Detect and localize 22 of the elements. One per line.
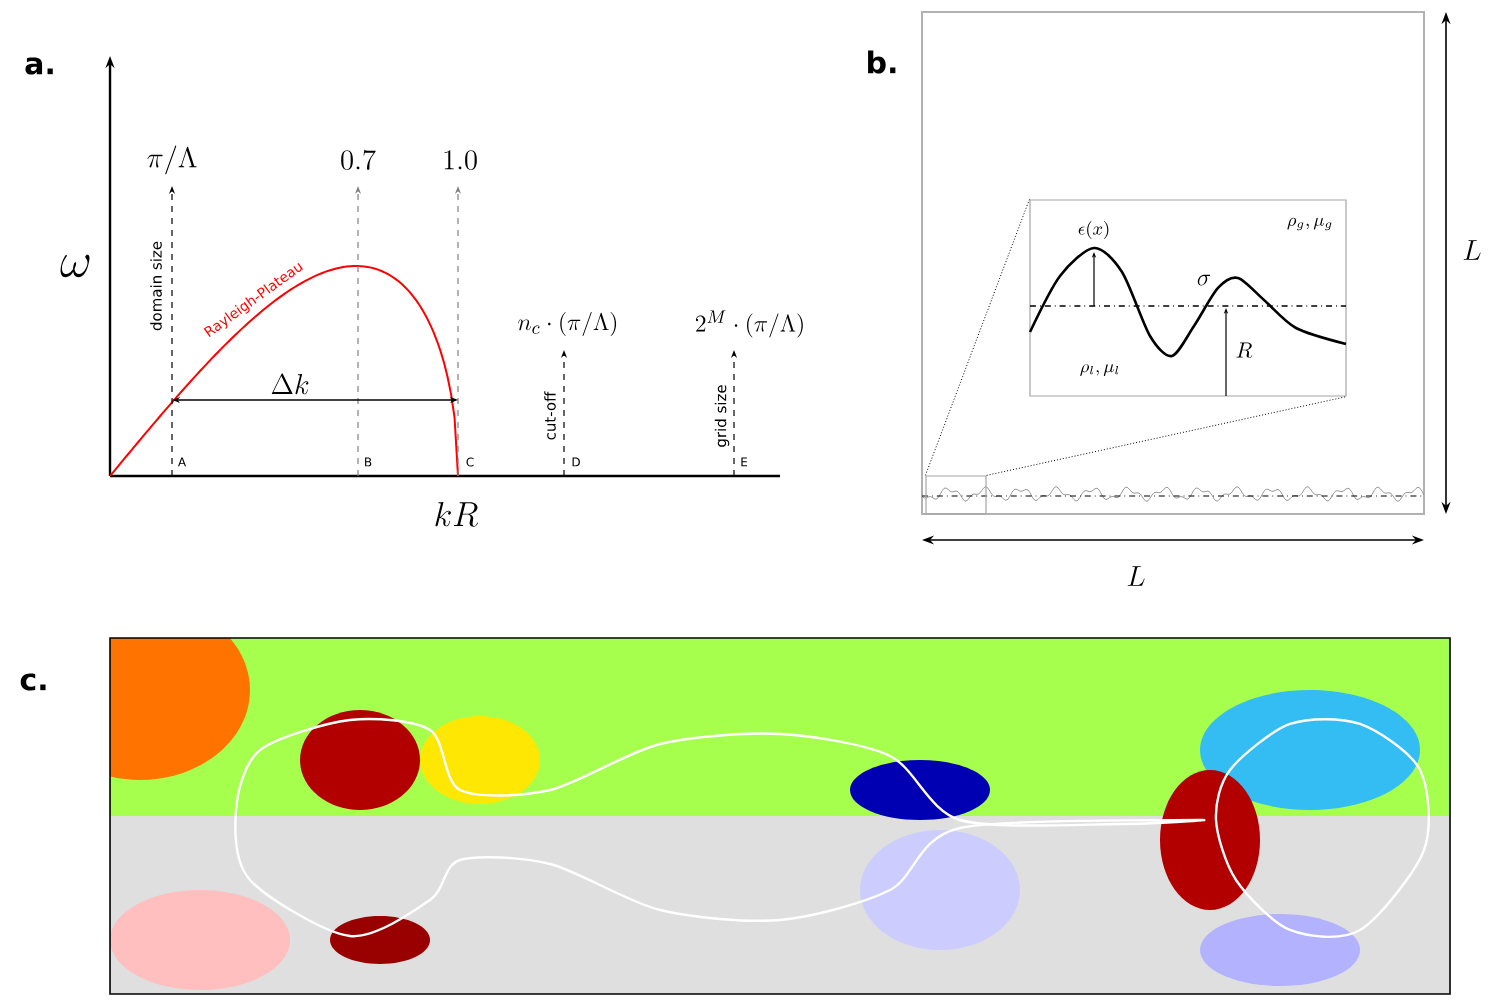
axis-annotation: $0.7$: [341, 149, 376, 170]
zoom-line: [924, 198, 1030, 476]
axis-label: $kR$: [435, 502, 478, 527]
axis-annotation: $\pi/\Lambda$: [147, 145, 197, 175]
inset-box: [1029, 199, 1347, 397]
dimension-label: $L$: [1127, 566, 1145, 586]
inset-label: $\rho_l,\mu_l$: [1080, 364, 1119, 376]
inset-label: $\epsilon(x)$: [1078, 220, 1109, 239]
panel-letter: b.: [868, 50, 896, 74]
zoom-box: [925, 475, 987, 515]
inset-label: $R$: [1236, 342, 1253, 358]
inset-label: $\rho_g,\mu_g$: [1287, 217, 1332, 231]
dimension-label: $L$: [1463, 240, 1481, 260]
axis-annotation: $2^M\cdot(\pi/\Lambda)$: [695, 310, 803, 338]
axis-annotation: $1.0$: [444, 150, 477, 170]
axis-annotation: $n_c\cdot(\pi/\Lambda)$: [518, 312, 617, 336]
panel-letter: c.: [20, 673, 46, 691]
panel-letter: a.: [25, 57, 53, 75]
zoom-line: [986, 396, 1348, 476]
axis-label: $\omega$: [60, 254, 90, 278]
dimension-label: $\Delta k$: [271, 373, 309, 395]
inset-label: $\sigma$: [1197, 274, 1211, 286]
